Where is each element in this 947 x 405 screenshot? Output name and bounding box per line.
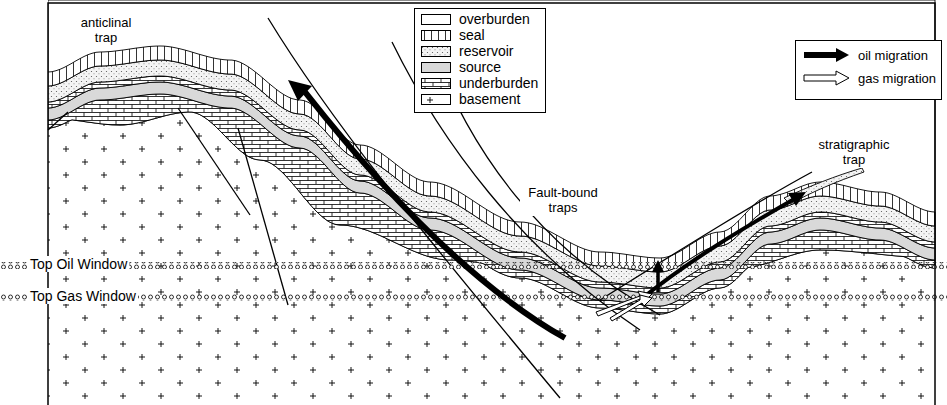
legend-swatch xyxy=(421,14,451,25)
legend-text: underburden xyxy=(459,75,538,91)
legend-row: source xyxy=(421,59,501,75)
legend-text: source xyxy=(459,59,501,75)
legend-row: reservoir xyxy=(421,43,513,59)
legend-row: overburden xyxy=(421,11,530,27)
legend-text: basement xyxy=(459,91,520,107)
legend-text: gas migration xyxy=(858,71,936,86)
legend-text: seal xyxy=(459,27,485,43)
legend-arrow xyxy=(802,47,850,63)
legend-row: oil migration xyxy=(802,47,928,63)
legend-row: basement xyxy=(421,91,520,107)
trap-label: Fault-bound traps xyxy=(520,186,606,216)
legend-row: underburden xyxy=(421,75,538,91)
legend-text: overburden xyxy=(459,11,530,27)
window-label: Top Oil Window xyxy=(28,256,129,272)
legend-swatch xyxy=(421,94,451,105)
legend-swatch xyxy=(421,46,451,57)
legend-text: reservoir xyxy=(459,43,513,59)
legend-row: gas migration xyxy=(802,70,936,86)
legend-swatch xyxy=(421,78,451,89)
legend-box: oil migration gas migration xyxy=(795,40,942,100)
trap-label: anticlinal trap xyxy=(70,16,142,46)
legend-swatch xyxy=(421,30,451,41)
legend-arrow xyxy=(802,70,850,86)
legend-text: oil migration xyxy=(858,48,928,63)
legend-box: overburdensealreservoirsourceunderburden… xyxy=(414,8,546,113)
legend-swatch xyxy=(421,62,451,73)
legend-row: seal xyxy=(421,27,485,43)
trap-label: stratigraphic trap xyxy=(812,138,896,168)
window-label: Top Gas Window xyxy=(28,288,138,304)
